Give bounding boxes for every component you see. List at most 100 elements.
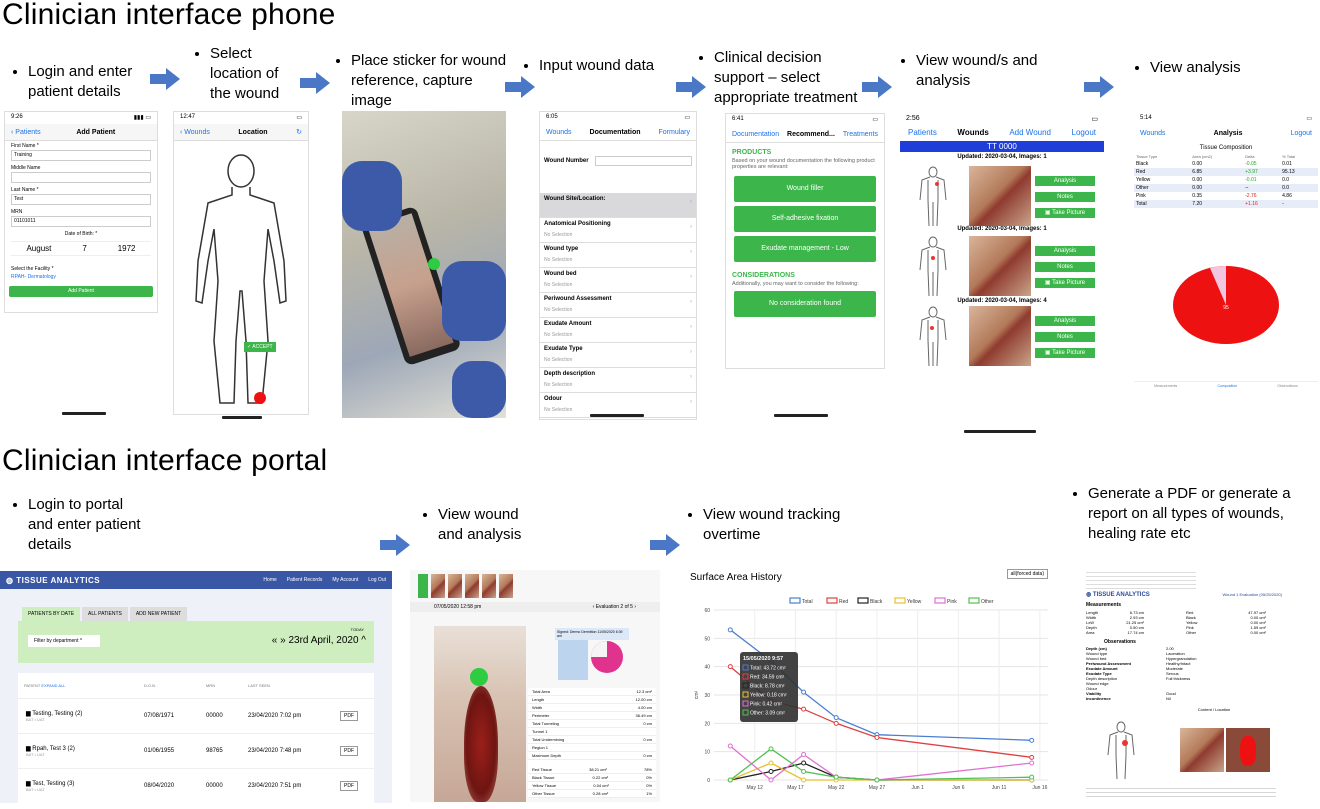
take-picture-button[interactable]: ▣ Take Picture	[1035, 208, 1095, 218]
signed-label: Signed: Dermo Dermitton 11/05/2020 6:39 …	[555, 628, 629, 640]
wound-thumbnail[interactable]	[969, 236, 1031, 296]
mrn-field[interactable]: 01101011	[11, 216, 151, 227]
thumb[interactable]	[465, 574, 479, 598]
chart-dropdown[interactable]: all(forced data)	[1006, 569, 1048, 579]
tab-measurements[interactable]: Measurements	[1154, 384, 1178, 388]
thumb[interactable]	[418, 574, 428, 598]
facility-select[interactable]: RPAH- Dermatology	[11, 274, 56, 280]
logo-icon: ◍	[1086, 592, 1093, 598]
table-row[interactable]: ▆ Rpah, Test 3 (2)BAT • UAT 01/06/1955 9…	[18, 733, 374, 768]
home-indicator	[62, 412, 106, 415]
phone-step-2: Select location of the wound	[192, 44, 302, 104]
wound-thumbnail[interactable]	[969, 166, 1031, 226]
back-button[interactable]: ‹ Patients	[11, 128, 41, 136]
add-patient-button[interactable]: Add Patient	[9, 286, 153, 297]
pdf-button[interactable]: PDF	[340, 746, 358, 756]
report-wound-analysis	[1226, 728, 1270, 772]
portal-step-2: View wound and analysis	[420, 505, 540, 545]
refresh-icon[interactable]: ↻	[296, 129, 302, 136]
eval-nav[interactable]: ‹ Evaluation 2 of 5 ›	[592, 604, 636, 610]
nav-log-out[interactable]: Log Out	[368, 577, 386, 583]
legend-swatch	[857, 597, 869, 604]
take-picture-button[interactable]: ▣ Take Picture	[1035, 278, 1095, 288]
chevron-right-icon: ›	[690, 349, 692, 355]
data-point-total	[801, 689, 807, 695]
wound-thumbnail[interactable]	[969, 306, 1031, 366]
tissue-pie-chart: 95	[1173, 266, 1279, 344]
last-name-field[interactable]: Test	[11, 194, 151, 205]
table-row[interactable]: ▆ Test, Testing (3)BAT • UAT 08/04/2020 …	[18, 768, 374, 803]
thumb[interactable]	[431, 574, 445, 598]
add-wound-button[interactable]: Add Wound	[1009, 127, 1052, 137]
analysis-button[interactable]: Analysis	[1035, 246, 1095, 256]
department-filter[interactable]: Filter by department ^	[28, 635, 100, 647]
pdf-button[interactable]: PDF	[340, 711, 358, 721]
wound-sticker-icon	[470, 668, 488, 686]
tab-all-patients[interactable]: ALL PATIENTS	[82, 607, 128, 621]
expand-all-link[interactable]: EXPAND ALL	[41, 683, 66, 688]
notes-button[interactable]: Notes	[1035, 262, 1095, 272]
formulary-button[interactable]: Formulary	[658, 128, 690, 136]
screen-title: Wounds	[957, 127, 989, 137]
back-button[interactable]: Documentation	[732, 130, 780, 138]
date-filter-bar: Filter by department ^ TODAY « » 23rd Ap…	[18, 621, 374, 663]
thumb[interactable]	[448, 574, 462, 598]
data-point-yellow	[768, 760, 774, 766]
pdf-button[interactable]: PDF	[340, 781, 358, 791]
x-tick-label: May 12	[747, 785, 764, 791]
series-line-other	[729, 747, 1032, 781]
nav-home[interactable]: Home	[263, 577, 277, 583]
wound-updated: Updated: 2020-03-04, Images: 4	[957, 298, 1047, 304]
thumb[interactable]	[499, 574, 513, 598]
take-picture-button[interactable]: ▣ Take Picture	[1035, 348, 1095, 358]
exudate-management-button[interactable]: Exudate management - Low	[734, 236, 876, 262]
screen-title: Add Patient	[76, 128, 116, 136]
doc-row[interactable]: Wound Site/Location:›	[540, 193, 696, 218]
logout-button[interactable]: Logout	[1290, 129, 1312, 137]
wound-number-input[interactable]	[594, 156, 692, 166]
no-consideration-button[interactable]: No consideration found	[734, 291, 876, 317]
body-outline-icon[interactable]	[174, 141, 308, 411]
thumb[interactable]	[482, 574, 496, 598]
tab-add-new-patient[interactable]: ADD NEW PATIENT	[129, 607, 188, 621]
treatments-button[interactable]: Treatments	[842, 130, 878, 138]
back-button[interactable]: Wounds	[546, 128, 572, 136]
tab-observations[interactable]: Observations	[1277, 384, 1298, 388]
arrow-right-icon	[676, 76, 706, 98]
analysis-button[interactable]: Analysis	[1035, 316, 1095, 326]
portal-step-4: Generate a PDF or generate a report on a…	[1070, 484, 1295, 544]
notes-button[interactable]: Notes	[1035, 192, 1095, 202]
wound-filler-button[interactable]: Wound filler	[734, 176, 876, 202]
notes-button[interactable]: Notes	[1035, 332, 1095, 342]
tab-composition[interactable]: Composition	[1217, 384, 1237, 388]
self-adhesive-button[interactable]: Self-adhesive fixation	[734, 206, 876, 232]
first-name-field[interactable]: Training	[11, 150, 151, 161]
date-navigator[interactable]: « » 23rd April, 2020 ^	[271, 635, 366, 646]
wound-outline-thumb	[558, 640, 588, 680]
table-row[interactable]: ▆ Testing, Testing (2)BAT • UAT 07/08/19…	[18, 698, 374, 733]
middle-name-field[interactable]	[11, 172, 151, 183]
back-button[interactable]: ‹ Wounds	[180, 128, 210, 136]
accept-button[interactable]: ✓ ACCEPT	[244, 342, 276, 352]
nav-my-account[interactable]: My Account	[332, 577, 359, 583]
nav-patient-records[interactable]: Patient Records	[286, 577, 323, 583]
data-point-red	[874, 735, 880, 740]
analysis-button[interactable]: Analysis	[1035, 176, 1095, 186]
logout-button[interactable]: Logout	[1071, 127, 1096, 137]
back-button[interactable]: Wounds	[1140, 129, 1166, 137]
tab-patients-by-date[interactable]: PATIENTS BY DATE	[22, 607, 81, 621]
y-tick-label: 0	[707, 778, 710, 784]
back-button[interactable]: Patients	[908, 127, 937, 137]
data-point-other	[801, 769, 807, 774]
